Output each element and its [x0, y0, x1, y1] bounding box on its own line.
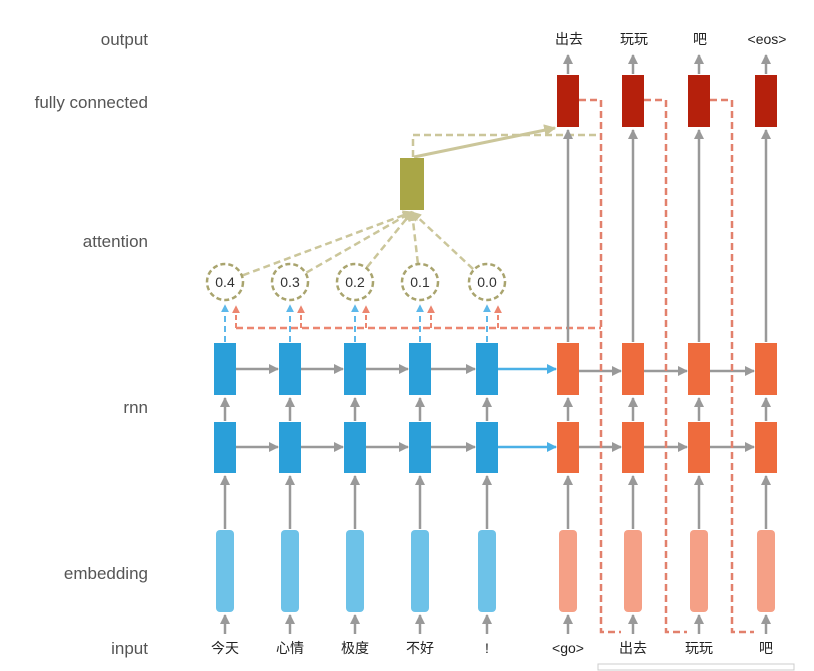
encoder-embedding-vector	[478, 530, 496, 612]
encoder-rnn-layer1-cell	[344, 422, 366, 473]
connections	[220, 54, 771, 634]
attention-score-circle	[467, 262, 507, 302]
decoder-rnn-layer2-cell	[622, 343, 644, 395]
decoder-input-token: 出去	[619, 640, 647, 656]
encoder-rnn-layer1-cell	[476, 422, 498, 473]
decoder-embedding-vector	[624, 530, 642, 612]
decoder-rnn-layer2-cell	[688, 343, 710, 395]
encoder-input-token: 极度	[341, 640, 369, 656]
encoder-embedding-vector	[216, 530, 234, 612]
row-label-rnn: rnn	[123, 398, 148, 417]
encoder-input-token: !	[485, 640, 489, 656]
attention-weight-value: 0.4	[215, 274, 235, 290]
encoder-input-token: 今天	[211, 640, 239, 656]
decoder-input-token: <go>	[552, 640, 584, 656]
decoder-output-token: 玩玩	[620, 31, 648, 47]
attention-weight-line	[411, 211, 474, 270]
encoder-rnn-layer2-cell	[344, 343, 366, 395]
tokens: 0.4今天0.3心情0.2极度0.1不好0.0!<go>出去出去玩玩玩玩吧吧<e…	[211, 31, 786, 656]
context-to-fc-arrow	[413, 124, 557, 159]
decoder-rnn-layer1-cell	[622, 422, 644, 473]
decoder-rnn-layer1-cell	[755, 422, 777, 473]
attention-weight-line	[242, 210, 413, 277]
encoder-input-token: 心情	[276, 640, 304, 656]
nodes	[205, 75, 795, 671]
decoder-rnn-layer2-cell	[557, 343, 579, 395]
output-feedback-line	[644, 98, 687, 634]
attention-context-vector	[400, 158, 424, 210]
encoder-rnn-layer1-cell	[279, 422, 301, 473]
attention-score-circle	[400, 262, 440, 302]
fully-connected-cell	[622, 75, 644, 127]
decoder-input-token: 吧	[759, 640, 773, 656]
fully-connected-cell	[557, 75, 579, 127]
decoder-rnn-layer1-cell	[688, 422, 710, 473]
row-label-fully-connected: fully connected	[35, 93, 148, 112]
encoder-input-token: 不好	[406, 640, 434, 656]
encoder-rnn-layer2-cell	[476, 343, 498, 395]
encoder-rnn-layer2-cell	[279, 343, 301, 395]
context-to-decoder-dashed-line	[411, 133, 601, 157]
encoder-embedding-vector	[281, 530, 299, 612]
row-label-attention: attention	[83, 232, 148, 251]
attention-score-circle	[270, 262, 310, 302]
attention-weight-line	[305, 210, 413, 274]
decoder-output-token: 出去	[555, 31, 583, 47]
encoder-rnn-layer1-cell	[409, 422, 431, 473]
attention-score-circle	[335, 262, 375, 302]
attention-weight-value: 0.2	[345, 274, 365, 290]
encoder-embedding-vector	[346, 530, 364, 612]
encoder-rnn-layer1-cell	[214, 422, 236, 473]
output-feedback-line	[710, 98, 754, 634]
decoder-output-token: <eos>	[748, 31, 787, 47]
row-labels: output fully connected attention rnn emb…	[35, 30, 149, 658]
decoder-embedding-vector	[690, 530, 708, 612]
encoder-rnn-layer2-cell	[409, 343, 431, 395]
decoder-input-token: 玩玩	[685, 640, 713, 656]
attention-score-circle	[205, 262, 245, 302]
row-label-output: output	[101, 30, 149, 49]
decoder-rnn-layer2-cell	[755, 343, 777, 395]
fully-connected-cell	[688, 75, 710, 127]
decoder-embedding-vector	[559, 530, 577, 612]
encoder-embedding-vector	[411, 530, 429, 612]
attention-weight-line	[408, 211, 420, 264]
output-feedback-line	[579, 98, 621, 634]
attention-weight-value: 0.1	[410, 274, 430, 290]
row-label-embedding: embedding	[64, 564, 148, 583]
row-label-input: input	[111, 639, 148, 658]
attention-weight-value: 0.0	[477, 274, 497, 290]
caption-box	[597, 663, 795, 671]
decoder-output-token: 吧	[693, 31, 707, 47]
fully-connected-cell	[755, 75, 777, 127]
decoder-embedding-vector	[757, 530, 775, 612]
encoder-rnn-layer2-cell	[214, 343, 236, 395]
decoder-rnn-layer1-cell	[557, 422, 579, 473]
attention-weight-value: 0.3	[280, 274, 300, 290]
attention-weight-line	[366, 211, 413, 269]
